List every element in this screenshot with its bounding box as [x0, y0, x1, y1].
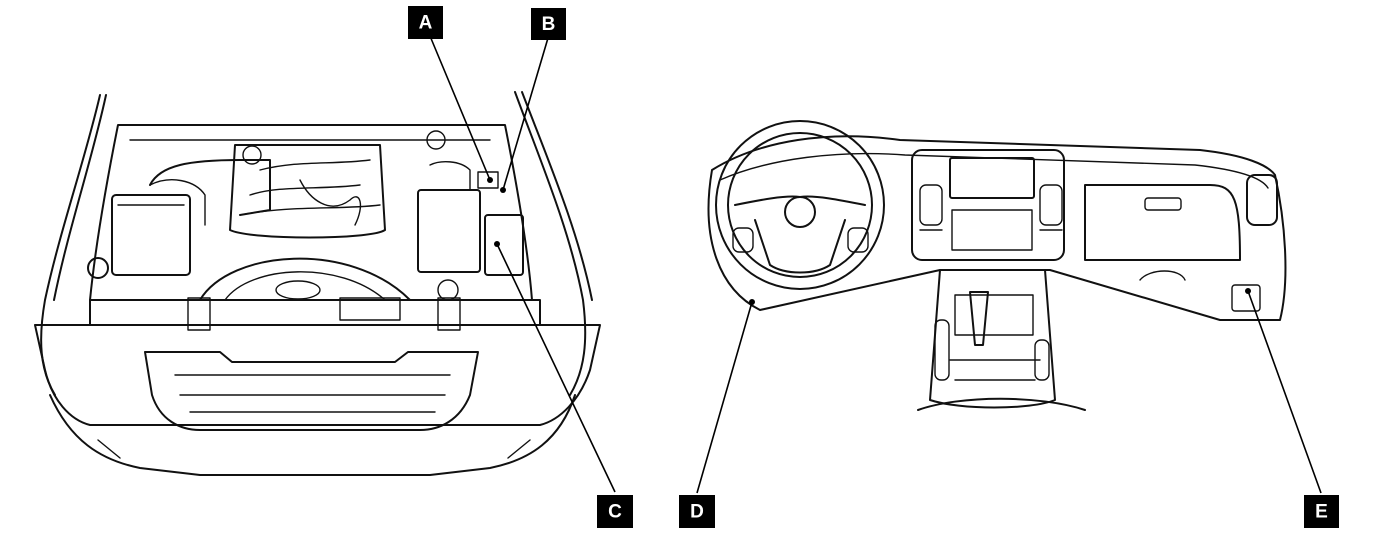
leader-dot-c: [494, 241, 500, 247]
callout-e-box: [1304, 495, 1339, 528]
leader-dot-e: [1245, 288, 1251, 294]
callout-b-label: B: [542, 14, 556, 35]
callout-a-label: A: [419, 13, 433, 34]
callout-a-box: [408, 6, 443, 39]
callout-d-label: D: [690, 502, 704, 523]
callout-d: D: [679, 495, 715, 528]
callout-a: A: [408, 6, 443, 39]
callout-d-box: [679, 495, 715, 528]
leader-lines: [429, 35, 1322, 494]
callout-c-label: C: [608, 502, 622, 523]
leader-line-a: [429, 35, 491, 181]
callout-e: E: [1304, 495, 1339, 528]
callout-b: B: [531, 8, 566, 40]
leader-dot-a: [487, 177, 493, 183]
callout-c-box: [597, 495, 633, 528]
engine-compartment-illustration: [34, 91, 601, 476]
callout-c: C: [597, 495, 633, 528]
leader-line-c: [496, 243, 616, 493]
instrument-panel-illustration: [707, 120, 1287, 411]
callout-b-box: [531, 8, 566, 40]
callout-e-label: E: [1315, 502, 1328, 523]
leader-line-b: [502, 37, 549, 191]
leader-dot-d: [749, 299, 755, 305]
leader-line-e: [1247, 290, 1322, 494]
leader-dot-b: [500, 187, 506, 193]
leader-line-d: [696, 301, 753, 494]
